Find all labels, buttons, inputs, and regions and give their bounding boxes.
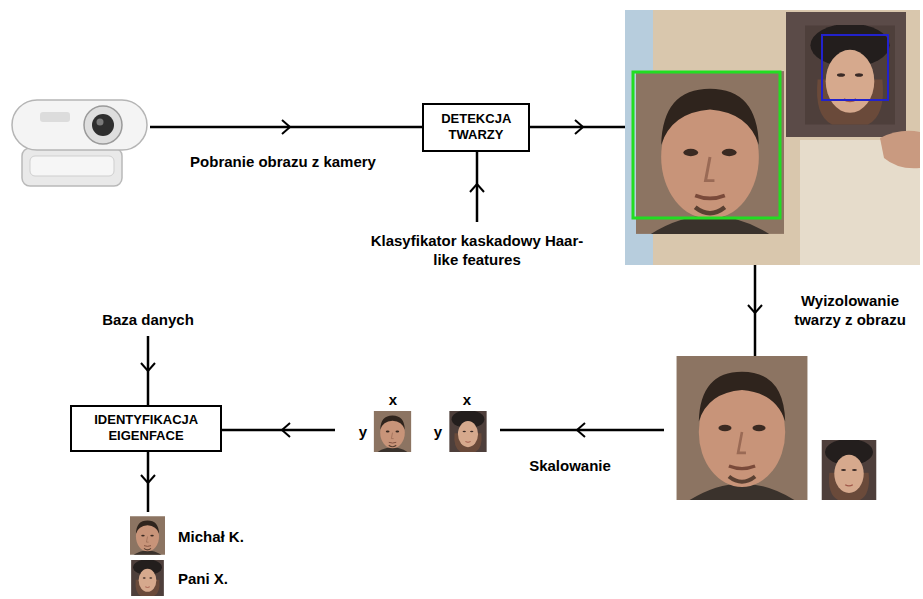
- flow-chevron: [141, 475, 155, 483]
- flow-line: [222, 429, 335, 432]
- flow-label: x: [389, 391, 397, 410]
- camera-badge: [40, 112, 70, 122]
- camera-photo: [625, 10, 920, 265]
- flow-chevron: [282, 120, 290, 134]
- hand: [880, 131, 920, 168]
- flow-label: Michał K.: [178, 528, 244, 547]
- flow-label: Wyizolowanie twarzy z obrazu: [783, 292, 918, 330]
- flow-chevrons: [141, 120, 762, 483]
- camera-base-top: [30, 156, 114, 176]
- process-box: DETEKCJA TWARZY: [422, 103, 530, 152]
- box-content: DETEKCJA TWARZY: [441, 111, 511, 142]
- flow-label: Pobranie obrazu z kamery: [190, 153, 376, 172]
- box-content: IDENTYFIKACJA EIGENFACE: [94, 412, 198, 443]
- flow-chevron: [470, 184, 484, 192]
- flow-chevron: [575, 120, 583, 134]
- flow-label: Klasyfikator kaskadowy Haar-like feature…: [365, 232, 590, 270]
- cropped-face: [677, 356, 808, 500]
- camera-body: [12, 100, 147, 150]
- flow-label: Skalowanie: [529, 457, 611, 476]
- scaled-face: [449, 410, 486, 452]
- detected-face-frame: [822, 35, 888, 100]
- flow-lines: [148, 127, 755, 512]
- flow-chevron: [748, 305, 762, 313]
- flow-label: y: [434, 423, 442, 442]
- photo-ground: [625, 10, 920, 265]
- flow-line: [150, 126, 422, 129]
- box-title: DETEKCJA TWARZY: [441, 111, 511, 142]
- flow-chevron: [282, 423, 290, 437]
- camera-base: [22, 148, 122, 186]
- flow-line: [476, 152, 479, 222]
- camera-lens-ring: [84, 106, 122, 144]
- flow-label: x: [463, 391, 471, 410]
- process-box: IDENTYFIKACJA EIGENFACE: [70, 405, 222, 452]
- flow-line: [500, 429, 664, 432]
- flow-chevron: [141, 363, 155, 371]
- result-face: [131, 559, 164, 596]
- flow-label: Pani X.: [178, 570, 228, 589]
- man-in-photo: [636, 71, 784, 234]
- detected-face-frame: [633, 72, 780, 218]
- flow-label: y: [359, 423, 367, 442]
- camera-lens: [92, 114, 114, 136]
- lens-glint: [97, 119, 104, 126]
- woman-on-poster: [805, 24, 895, 125]
- flow-line: [530, 126, 625, 129]
- result-face: [130, 516, 165, 555]
- poster: [786, 12, 906, 137]
- flow-chevron: [577, 423, 585, 437]
- box-title: IDENTYFIKACJA EIGENFACE: [94, 412, 198, 443]
- scaled-face: [374, 411, 411, 452]
- webcam-illustration: [12, 100, 147, 186]
- cropped-face: [822, 439, 877, 500]
- flow-label: Baza danych: [102, 311, 194, 330]
